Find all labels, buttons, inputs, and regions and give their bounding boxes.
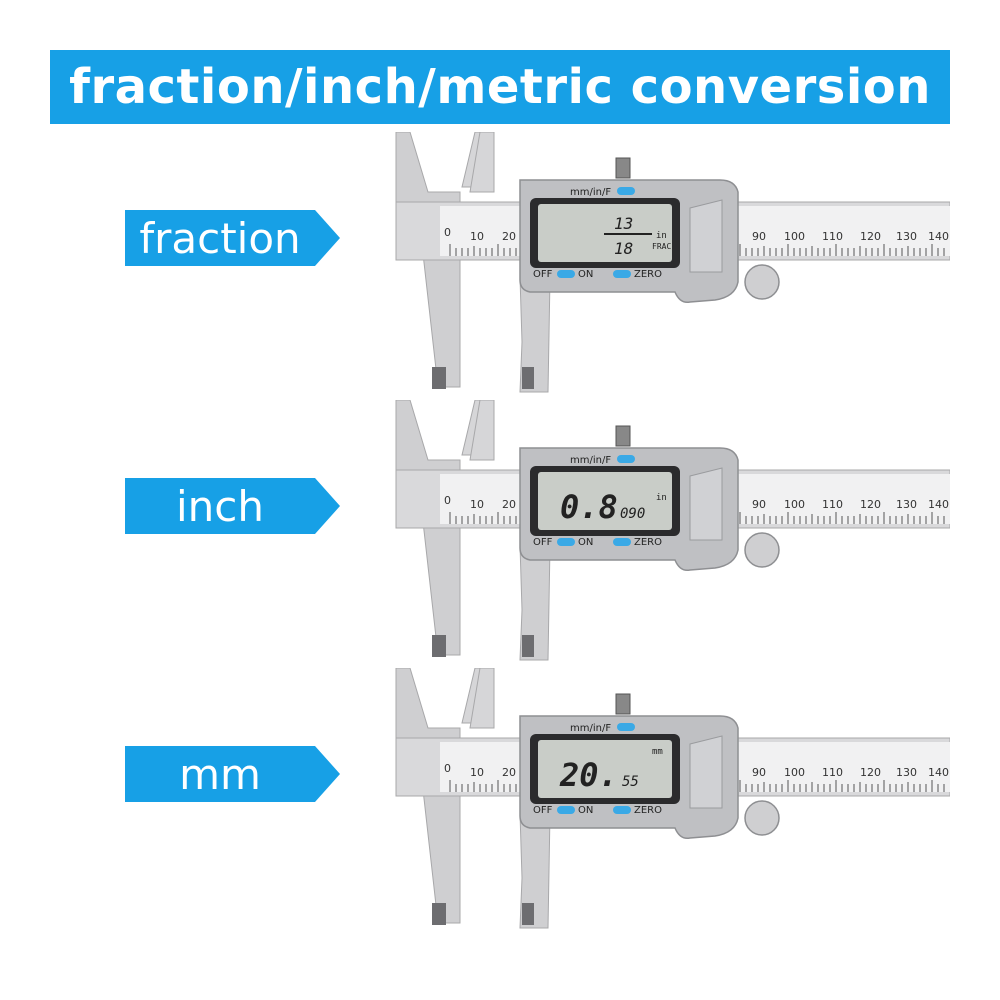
lcd-unit: in (656, 231, 667, 241)
mode-tag-inch: inch (125, 478, 340, 534)
scale-right-label: 130 (896, 498, 917, 511)
lcd-main-value: 20. (559, 756, 618, 794)
scale-right-label: 110 (822, 766, 843, 779)
scale-right-label: 130 (896, 230, 917, 243)
on-label: ON (578, 269, 593, 280)
mode-button[interactable] (617, 723, 635, 731)
off-on-button[interactable] (557, 270, 575, 278)
arrow-tag-icon (125, 478, 340, 534)
lcd-small-value: 55 (622, 774, 639, 790)
off-on-button[interactable] (557, 806, 575, 814)
scale-right-label: 110 (822, 230, 843, 243)
scale-right-label: 110 (822, 498, 843, 511)
scale-left-label: 10 (470, 766, 484, 779)
lcd-unit: in (656, 493, 667, 503)
arrow-tag-icon (125, 210, 340, 266)
zero-button[interactable] (613, 538, 631, 546)
zero-label: ZERO (634, 537, 662, 548)
mode-button[interactable] (617, 455, 635, 463)
caliper-image: 0 10 20 90 100 110 120 130 140 mm/in/F 2… (395, 668, 950, 929)
off-label: OFF (533, 269, 553, 280)
mode-button-label: mm/in/F (570, 723, 611, 734)
caliper-panel-mm: mm (0, 668, 1000, 938)
page-title: fraction/inch/metric conversion (69, 59, 931, 115)
mode-button[interactable] (617, 187, 635, 195)
zero-button[interactable] (613, 270, 631, 278)
scale-right-label: 100 (784, 230, 805, 243)
scale-left-label: 0 (444, 494, 451, 507)
on-label: ON (578, 805, 593, 816)
fraction-numerator: 13 (614, 214, 633, 233)
zero-label: ZERO (634, 805, 662, 816)
off-label: OFF (533, 805, 553, 816)
scale-right-label: 100 (784, 498, 805, 511)
mode-tag-fraction: fraction (125, 210, 340, 266)
scale-right-label: 140 (928, 766, 949, 779)
lcd-small-value: 090 (620, 506, 645, 522)
scale-left-label: 0 (444, 226, 451, 239)
scale-right-label: 90 (752, 230, 766, 243)
mode-button-label: mm/in/F (570, 455, 611, 466)
scale-right-label: 100 (784, 766, 805, 779)
scale-right-label: 90 (752, 498, 766, 511)
scale-right-label: 130 (896, 766, 917, 779)
scale-right-label: 90 (752, 766, 766, 779)
lcd-unit: mm (652, 747, 663, 757)
caliper-panel-inch: inch (0, 400, 1000, 670)
lcd-unit-frac: FRAC (652, 242, 671, 251)
caliper-image: 0 10 20 90 100 110 120 130 140 mm/in/F 0… (395, 400, 950, 661)
scale-left-label: 0 (444, 762, 451, 775)
zero-label: ZERO (634, 269, 662, 280)
mode-label: inch (176, 481, 264, 531)
scale-left-label: 10 (470, 230, 484, 243)
mode-tag-mm: mm (125, 746, 340, 802)
lcd-main-value: 0.8 (560, 488, 618, 526)
arrow-tag-icon (125, 746, 340, 802)
caliper-panel-fraction: fraction (0, 132, 1000, 402)
fraction-denominator: 18 (614, 239, 633, 258)
scale-left-label: 20 (502, 498, 516, 511)
scale-right-label: 120 (860, 766, 881, 779)
on-label: ON (578, 537, 593, 548)
scale-right-label: 140 (928, 230, 949, 243)
scale-left-label: 20 (502, 230, 516, 243)
scale-right-label: 120 (860, 498, 881, 511)
scale-left-label: 10 (470, 498, 484, 511)
zero-button[interactable] (613, 806, 631, 814)
caliper-image: 0 10 20 90 100 110 120 130 140 mm/in/F 1… (395, 132, 950, 393)
off-label: OFF (533, 537, 553, 548)
mode-label: mm (179, 749, 261, 799)
off-on-button[interactable] (557, 538, 575, 546)
mode-label: fraction (139, 213, 301, 263)
mode-button-label: mm/in/F (570, 187, 611, 198)
header-banner: fraction/inch/metric conversion (50, 50, 950, 124)
scale-left-label: 20 (502, 766, 516, 779)
scale-right-label: 140 (928, 498, 949, 511)
scale-right-label: 120 (860, 230, 881, 243)
